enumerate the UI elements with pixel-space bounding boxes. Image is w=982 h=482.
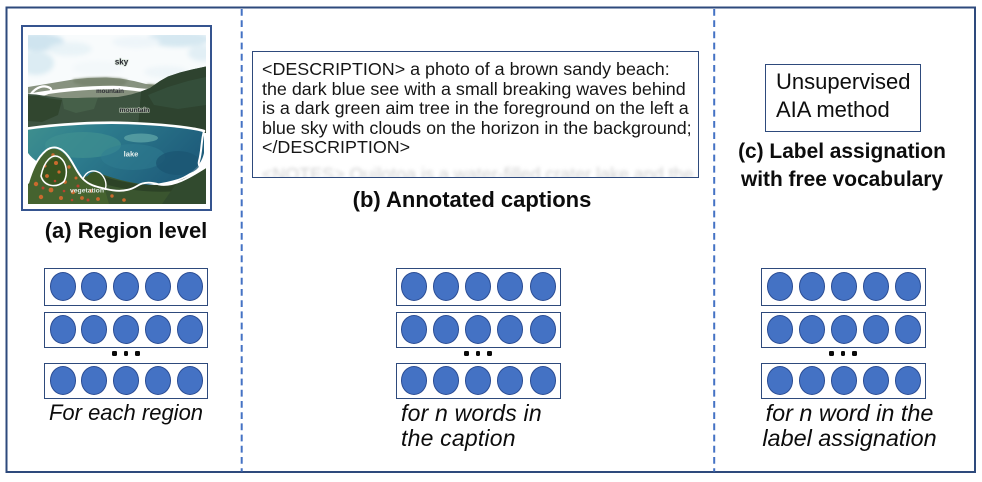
svg-text:mountain: mountain [96,88,124,95]
svg-text:vegetation: vegetation [70,188,104,195]
svg-text:sky: sky [115,58,129,67]
svg-text:lake: lake [124,150,139,159]
svg-text:mountain: mountain [120,107,150,114]
